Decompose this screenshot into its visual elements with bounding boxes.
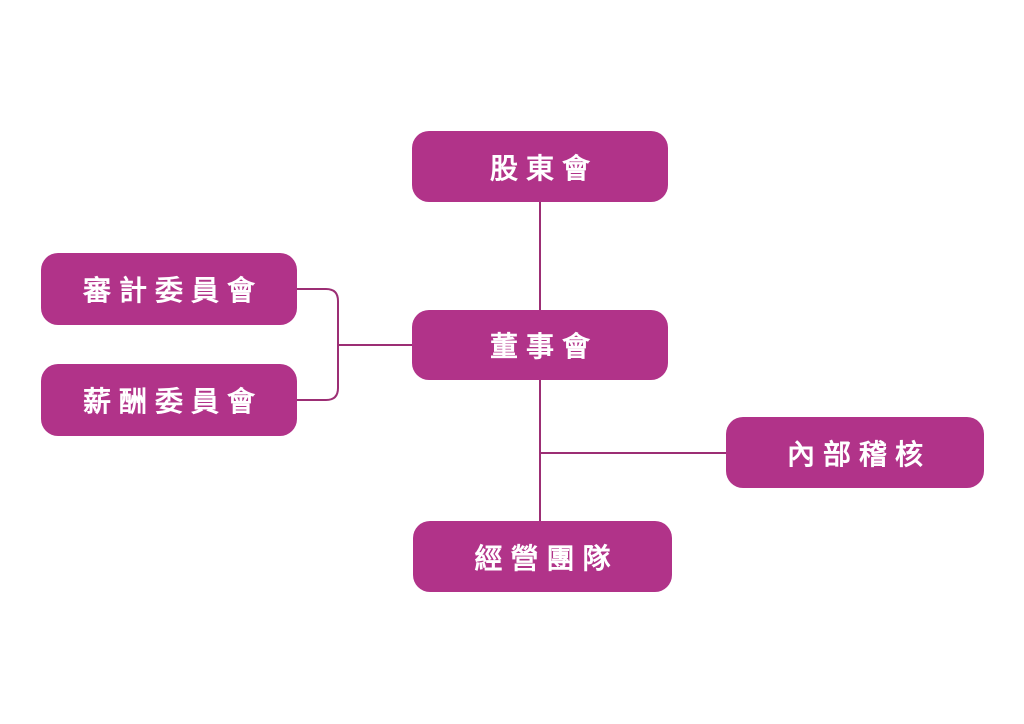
org-node-label: 薪酬委員會 [82, 386, 263, 417]
connector-committees-bracket [297, 288, 339, 401]
org-node-board-of-directors: 董事會 [412, 310, 668, 380]
org-node-management-team: 經營團隊 [413, 521, 672, 592]
org-node-label: 股東會 [489, 152, 598, 184]
org-node-audit-committee: 審計委員會 [41, 253, 297, 325]
org-node-label: 經營團隊 [474, 542, 619, 574]
org-node-label: 董事會 [489, 331, 598, 362]
org-node-label: 審計委員會 [82, 275, 263, 306]
org-node-shareholders-meeting: 股東會 [412, 131, 668, 202]
org-node-label: 內部稽核 [786, 438, 931, 470]
org-node-internal-audit: 內部稽核 [726, 417, 984, 488]
org-node-compensation-committee: 薪酬委員會 [41, 364, 297, 436]
